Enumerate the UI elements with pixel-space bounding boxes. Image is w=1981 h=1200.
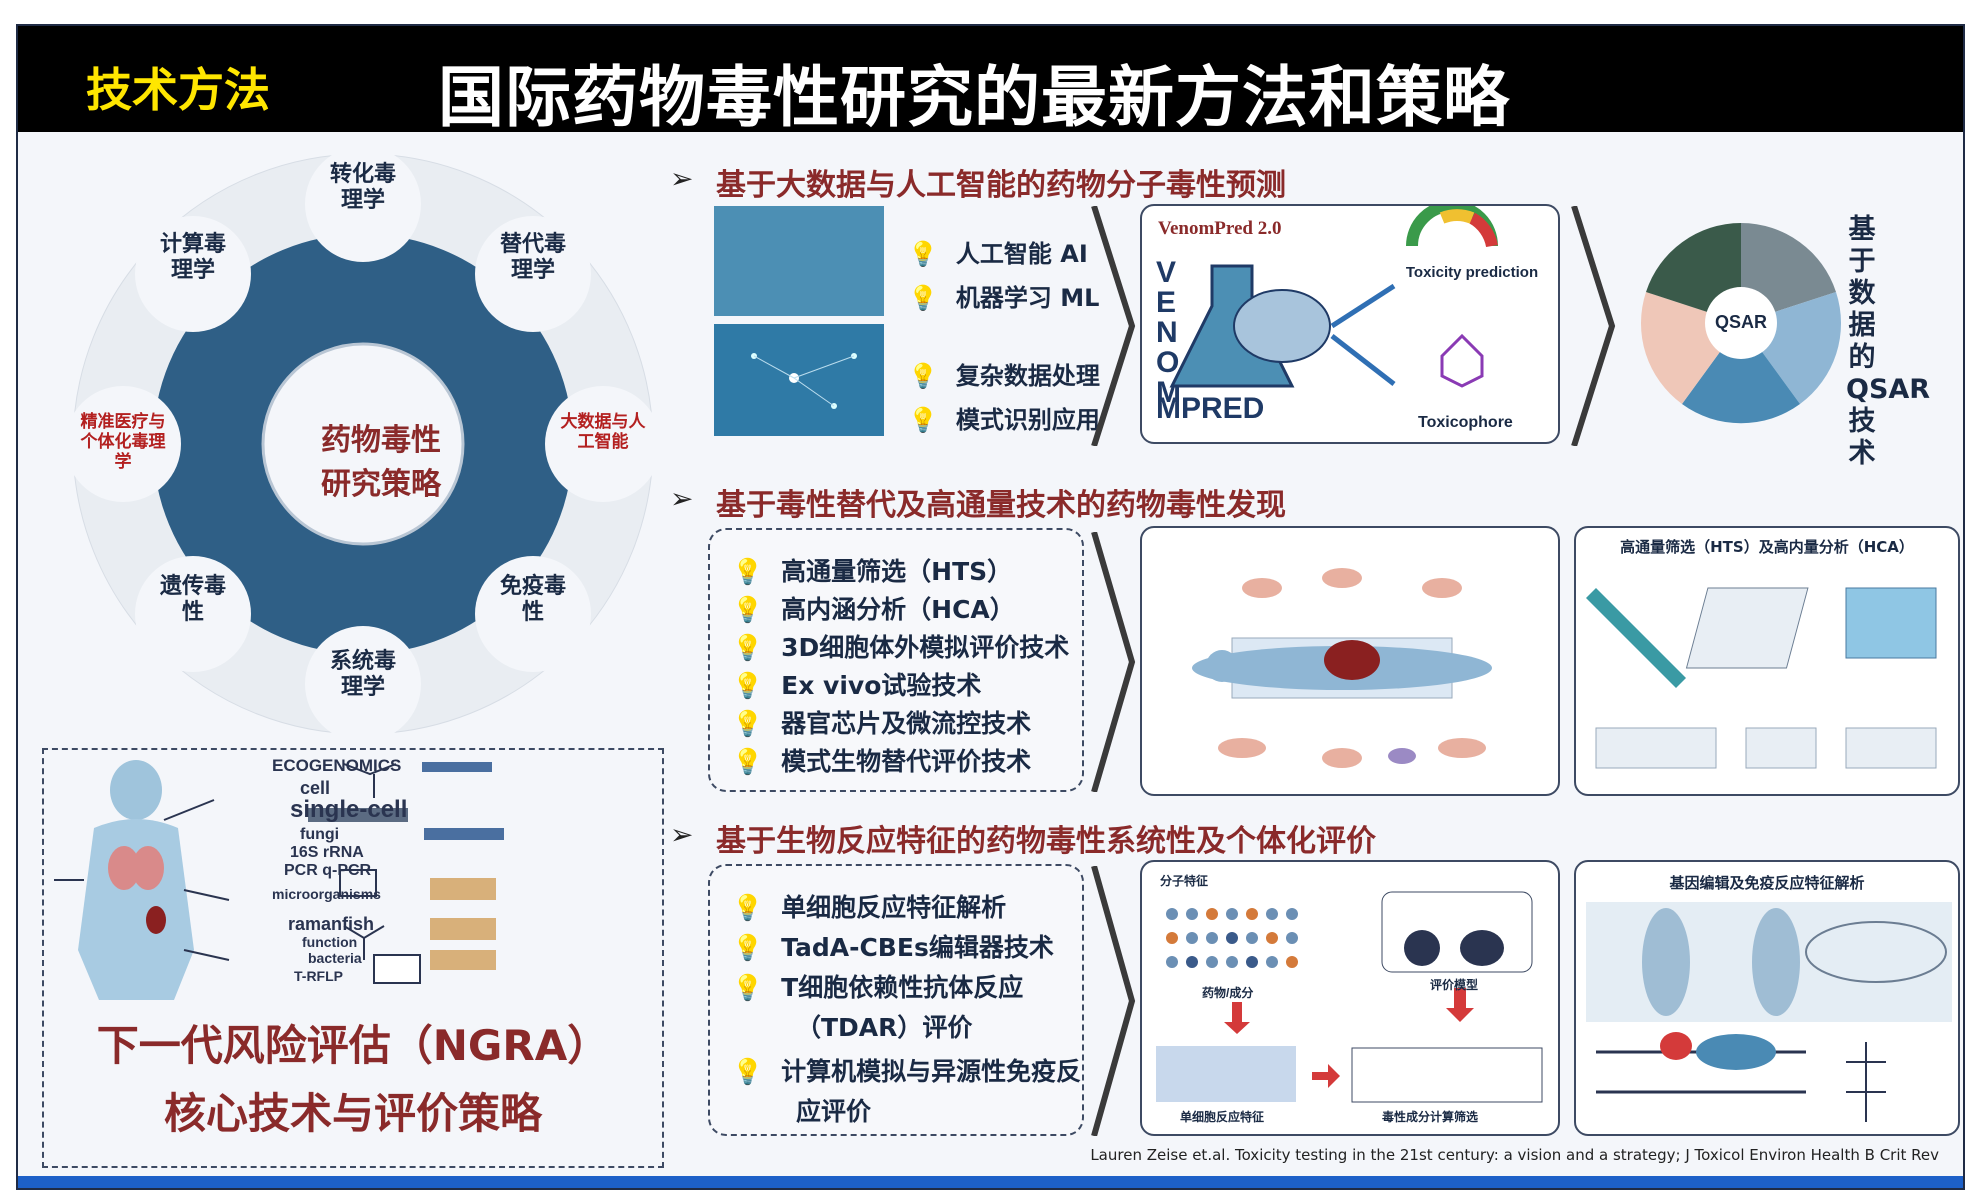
gene-editing-card: 基因编辑及免疫反应特征解析 bbox=[1574, 860, 1960, 1136]
word-pcr: PCR q-PCR bbox=[284, 862, 372, 879]
single-cell-card: 分子特征 药物/成分 单细胞反应特征 毒性成分计算筛选 评价模型 bbox=[1140, 860, 1560, 1136]
tag-drug: 药物/成分 bbox=[1202, 986, 1254, 1000]
s2-bullet-exvivo: 💡Ex vivo试验技术 bbox=[732, 671, 982, 700]
word-cell: cell bbox=[300, 778, 331, 798]
ngra-illustration bbox=[54, 760, 504, 1000]
section2-title: 基于毒性替代及高通量技术的药物毒性发现 bbox=[716, 488, 1286, 523]
section3-bullet-box bbox=[708, 864, 1084, 1136]
arrow-right-icon bbox=[1571, 206, 1616, 446]
organ-chip-illustration bbox=[1192, 568, 1492, 768]
word-bacteria: bacteria bbox=[308, 950, 362, 966]
gene-editing-illustration bbox=[1586, 902, 1952, 1122]
venom-logo: VENOM bbox=[1156, 256, 1181, 409]
tag-model: 评价模型 bbox=[1430, 978, 1479, 992]
slide-frame: 技术方法 国际药物毒性研究的最新方法和策略 药物毒性 研究策略 转化毒理 bbox=[16, 24, 1965, 1190]
s3-bullet-tdar: （TDAR）评价 bbox=[796, 1013, 973, 1042]
tag-singlecell: 单细胞反应特征 bbox=[1180, 1110, 1265, 1124]
s2-bullet-hca: 💡高内涵分析（HCA） bbox=[732, 595, 1015, 624]
s1-bullet-data: 💡复杂数据处理 bbox=[908, 362, 1100, 390]
wheel-item-immunotoxicity: 免疫毒性 bbox=[499, 574, 566, 625]
hts-hca-card: 高通量筛选（HTS）及高内量分析（HCA） bbox=[1574, 526, 1960, 796]
s3-bullet-immune: 应评价 bbox=[796, 1097, 872, 1126]
pin-icon: 💡 bbox=[908, 362, 938, 390]
organ-on-chip-card bbox=[1140, 526, 1560, 796]
tag-screening: 毒性成分计算筛选 bbox=[1382, 1110, 1479, 1124]
qsar-label: QSAR bbox=[1714, 312, 1767, 332]
pin-icon: 💡 bbox=[732, 893, 764, 922]
mpred-logo: MPRED bbox=[1156, 392, 1265, 425]
word-fungi: fungi bbox=[300, 826, 340, 843]
gene-editing-card-title: 基因编辑及免疫反应特征解析 bbox=[1669, 874, 1865, 892]
s3-bullet-singlecell: 💡单细胞反应特征解析 bbox=[732, 893, 1007, 922]
toxicity-prediction-label: Toxicity prediction bbox=[1405, 264, 1539, 281]
pin-icon: 💡 bbox=[732, 933, 764, 962]
ngra-title-2: 核心技术与评价策略 bbox=[163, 1089, 542, 1138]
pin-icon: 💡 bbox=[908, 284, 938, 312]
arrow-right-icon bbox=[1091, 206, 1136, 446]
pin-icon: 💡 bbox=[732, 633, 764, 662]
pin-icon: 💡 bbox=[732, 671, 764, 700]
pin-icon: 💡 bbox=[732, 709, 764, 738]
word-ramanfish: ramanfish bbox=[288, 914, 375, 934]
section3-title: 基于生物反应特征的药物毒性系统性及个体化评价 bbox=[716, 824, 1376, 859]
word-ecogenomics: ECOGENOMICS bbox=[272, 756, 402, 775]
venompred-illustration bbox=[1169, 206, 1498, 388]
pin-icon: 💡 bbox=[732, 557, 764, 586]
word-function: function bbox=[302, 934, 358, 950]
ngra-box: ECOGENOMICS cell single-cell fungi 16S r… bbox=[42, 748, 664, 1168]
wheel-item-systems: 系统毒理学 bbox=[329, 649, 396, 700]
s2-bullet-organchip: 💡器官芯片及微流控技术 bbox=[732, 709, 1032, 738]
header-bar: 技术方法 国际药物毒性研究的最新方法和策略 bbox=[18, 26, 1963, 136]
pin-icon: 💡 bbox=[732, 747, 764, 776]
qsar-side-text: 基于数据的QSAR技术 bbox=[1846, 214, 1931, 469]
s3-bullet-insilico: 💡计算机模拟与异源性免疫反 bbox=[732, 1057, 1082, 1086]
wheel-item-translational: 转化毒理学 bbox=[329, 162, 396, 213]
word-microorganisms: microorganisms bbox=[272, 886, 381, 902]
header-tag: 技术方法 bbox=[86, 63, 270, 117]
pin-icon: 💡 bbox=[908, 240, 938, 268]
s3-bullet-tcell: 💡T细胞依赖性抗体反应 bbox=[732, 973, 1024, 1002]
wheel-center: 药物毒性 研究策略 bbox=[321, 423, 441, 502]
section2-bullet-box bbox=[708, 528, 1084, 792]
wheel-item-computational: 计算毒理学 bbox=[159, 232, 226, 283]
ngra-title-1: 下一代风险评估（NGRA） bbox=[96, 1021, 610, 1070]
hts-hca-card-title: 高通量筛选（HTS）及高内量分析（HCA） bbox=[1620, 538, 1914, 556]
reference-citation: Lauren Zeise et.al. Toxicity testing in … bbox=[1090, 1146, 1939, 1164]
wheel-item-precision: 精准医疗与个体化毒理学 bbox=[80, 412, 166, 472]
bigdata-image bbox=[714, 206, 884, 436]
arrow-right-icon bbox=[1091, 532, 1136, 792]
s2-bullet-hts: 💡高通量筛选（HTS） bbox=[732, 557, 1013, 586]
section1-arrow: ➢ bbox=[670, 162, 694, 195]
word-trflp: T-RFLP bbox=[294, 968, 343, 984]
s1-bullet-ai: 💡人工智能 AI bbox=[908, 240, 1088, 268]
venompred-title: VenomPred 2.0 bbox=[1158, 218, 1282, 239]
pin-icon: 💡 bbox=[732, 1057, 764, 1086]
s2-bullet-model: 💡模式生物替代评价技术 bbox=[732, 747, 1032, 776]
word-16s: 16S rRNA bbox=[290, 844, 364, 861]
strategy-wheel: 药物毒性 研究策略 转化毒理学 替代毒理学 大数据与人工智能 免疫毒性 系统毒理… bbox=[38, 144, 678, 744]
pin-icon: 💡 bbox=[732, 595, 764, 624]
tag-molecular: 分子特征 bbox=[1160, 874, 1209, 888]
arrow-right-icon bbox=[1091, 866, 1136, 1136]
section1-title: 基于大数据与人工智能的药物分子毒性预测 bbox=[716, 168, 1286, 203]
venompred-card: VenomPred 2.0 VENOM MPRED Toxicity predi… bbox=[1140, 204, 1560, 444]
pin-icon: 💡 bbox=[908, 406, 938, 434]
wheel-item-alternative: 替代毒理学 bbox=[499, 232, 566, 283]
s1-bullet-pattern: 💡模式识别应用 bbox=[908, 406, 1100, 434]
word-single-cell: single-cell bbox=[290, 796, 408, 823]
toxicophore-label: Toxicophore bbox=[1418, 414, 1513, 431]
bottom-bar bbox=[18, 1176, 1963, 1188]
wheel-item-genetic: 遗传毒性 bbox=[159, 574, 226, 625]
s3-bullet-tada: 💡TadA-CBEs编辑器技术 bbox=[732, 933, 1054, 962]
qsar-pie bbox=[1640, 223, 1842, 424]
wheel-item-bigdata-ai: 大数据与人工智能 bbox=[560, 412, 646, 452]
s2-bullet-3d: 💡3D细胞体外模拟评价技术 bbox=[732, 633, 1070, 662]
single-cell-illustration bbox=[1156, 891, 1543, 1103]
hts-hca-illustration bbox=[1586, 587, 1937, 769]
section2-arrow: ➢ bbox=[670, 482, 694, 515]
pin-icon: 💡 bbox=[732, 973, 764, 1002]
s1-bullet-ml: 💡机器学习 ML bbox=[908, 284, 1100, 312]
section3-arrow: ➢ bbox=[670, 818, 694, 851]
page-title: 国际药物毒性研究的最新方法和策略 bbox=[438, 59, 1510, 136]
